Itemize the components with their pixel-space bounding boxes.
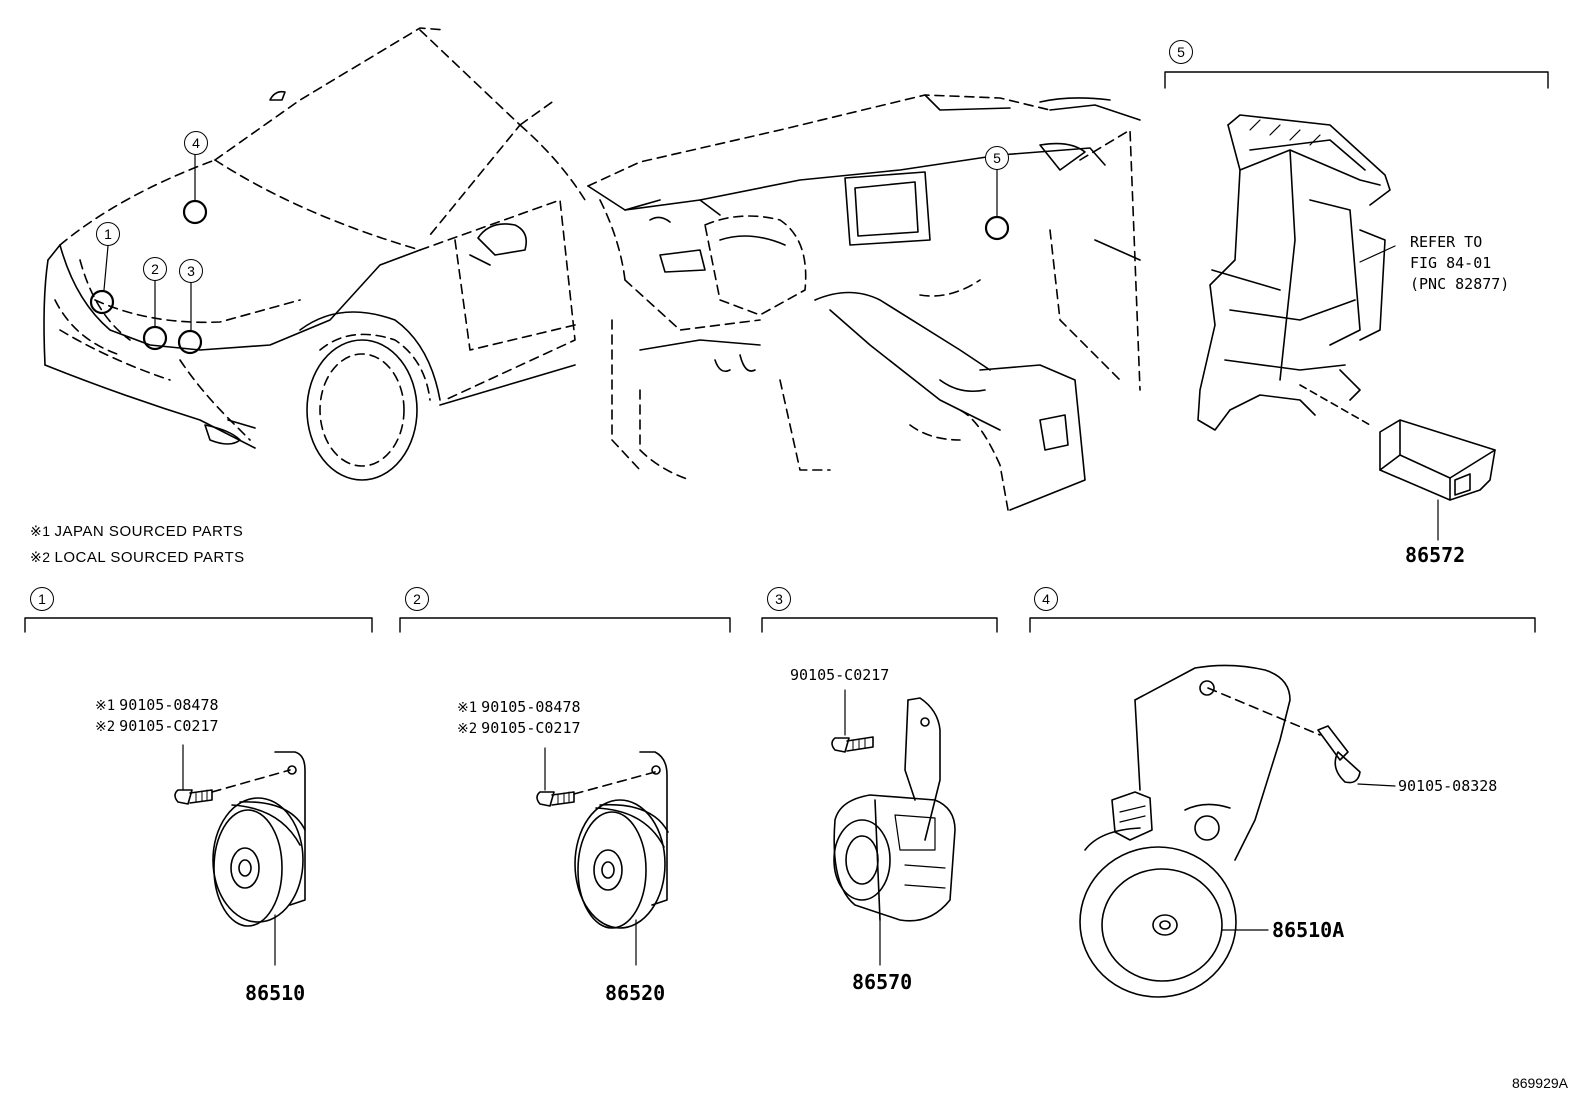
- car-exterior-illustration: [43, 27, 586, 481]
- section-3-number: 3: [767, 587, 791, 611]
- refer-note-line2: FIG 84-01: [1410, 254, 1492, 272]
- bolt-part-number: 90105-08478: [481, 698, 581, 716]
- callout-1: 1: [96, 222, 120, 246]
- bolt-note-mark: ※2: [457, 721, 478, 737]
- bolt-label: 90105-08328: [1398, 777, 1498, 795]
- section-4-number: 4: [1034, 587, 1058, 611]
- note-mark: ※2: [30, 549, 51, 565]
- section-5-number: 5: [1169, 40, 1193, 64]
- bolt-part-number: 90105-C0217: [481, 719, 581, 737]
- note-text: JAPAN SOURCED PARTS: [54, 523, 244, 540]
- location-markers: [89, 199, 1010, 355]
- bolt-note-mark: ※1: [457, 700, 478, 716]
- bolt-note-mark: ※2: [95, 719, 116, 735]
- callout-4: 4: [184, 131, 208, 155]
- part-number-86572: 86572: [1405, 543, 1466, 567]
- section-2-number: 2: [405, 587, 429, 611]
- part-number-86570: 86570: [852, 970, 913, 994]
- refer-note-line1: REFER TO: [1410, 233, 1483, 251]
- note-mark: ※1: [30, 523, 51, 539]
- part-number-86510: 86510: [245, 981, 306, 1005]
- section-2-graphics: [399, 617, 731, 966]
- section-1-number: 1: [30, 587, 54, 611]
- section-3-graphics: [761, 617, 998, 966]
- refer-note-line3: (PNC 82877): [1410, 275, 1510, 293]
- section-1-graphics: [24, 617, 373, 966]
- part-number-86520: 86520: [605, 981, 666, 1005]
- section-5-graphics: [1164, 71, 1549, 541]
- part-number-86510A: 86510A: [1272, 918, 1345, 942]
- bolt-part-number: 90105-C0217: [119, 717, 219, 735]
- bolt-label: 90105-C0217: [790, 666, 890, 684]
- note-text: LOCAL SOURCED PARTS: [54, 549, 245, 566]
- callout-2: 2: [143, 257, 167, 281]
- bolt-part-number: 90105-08478: [119, 696, 219, 714]
- section-4-graphics: [1029, 617, 1536, 998]
- callout-5: 5: [985, 146, 1009, 170]
- bolt-note-mark: ※1: [95, 698, 116, 714]
- location-leaders: [103, 153, 998, 331]
- callout-3: 3: [179, 259, 203, 283]
- dashboard-illustration: [587, 94, 1141, 511]
- illustration-code: 869929A: [1511, 1075, 1568, 1091]
